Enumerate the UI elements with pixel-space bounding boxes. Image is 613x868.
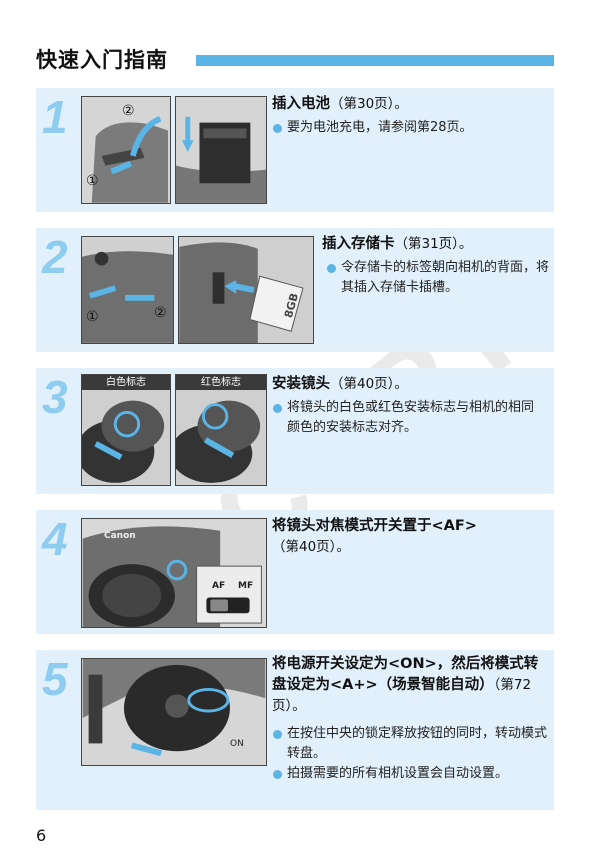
bullet-item: 将镜头的白色或红色安装标志与相机的相同颜色的安装标志对齐。 — [272, 398, 542, 438]
callout-2: ② — [154, 305, 167, 321]
step-3-panel: 3 白色标志 红色标志 安装镜头（第40页）。 将镜头的白色或红色安装标志与相机… — [36, 368, 554, 494]
page-ref: （第40页）。 — [330, 376, 408, 392]
step-5-panel: 5 ON 将电源开关设定为<ON>，然后将模式转盘设定为<A+>（场景智能自动）… — [36, 650, 554, 810]
page-ref: （第72页）。 — [272, 677, 532, 714]
battery-photo-1: ① ② — [81, 96, 171, 204]
callout-1: ① — [86, 309, 99, 325]
mode-dial-photo: ON — [81, 658, 267, 766]
step-5-text: 将电源开关设定为<ON>，然后将模式转盘设定为<A+>（场景智能自动）（第72页… — [272, 654, 548, 717]
step-1-panel: 1 ① ② 插入电池（第30页）。 要为电池充电，请参阅第28页。 — [36, 88, 554, 212]
step-3-text: 安装镜头（第40页）。 — [272, 374, 548, 395]
step-heading: 插入存储卡 — [322, 236, 395, 252]
card-photo-1: ① ② — [81, 236, 174, 344]
step-number: 4 — [42, 513, 68, 565]
callout-1: ① — [86, 173, 99, 189]
step-number: 5 — [42, 653, 68, 705]
power-on-label: ON — [230, 739, 244, 749]
bullet-item: 拍摄需要的所有相机设置会自动设置。 — [272, 764, 548, 784]
step-1-text: 插入电池（第30页）。 — [272, 94, 548, 115]
step-number: 2 — [42, 231, 68, 283]
bullet-item: 令存储卡的标签朝向相机的背面，将其插入存储卡插槽。 — [326, 258, 550, 298]
switch-mf-label: MF — [238, 581, 254, 591]
photo-tag: 红色标志 — [176, 375, 266, 390]
step-5-bullets: 在按住中央的锁定释放按钮的同时，转动模式转盘。 拍摄需要的所有相机设置会自动设置… — [272, 724, 548, 784]
card-photo-2: 8GB — [178, 236, 314, 344]
photo-tag: 白色标志 — [82, 375, 170, 390]
page-ref: （第31页）。 — [394, 236, 473, 252]
step-heading: 插入电池 — [272, 96, 330, 112]
page-ref: （第40页）。 — [272, 539, 350, 555]
step-2-panel: 2 ① ② 8GB 插入存储卡（第31页）。 令存储卡的标签朝向相机的背面，将其… — [36, 228, 554, 352]
callout-2: ② — [122, 103, 135, 119]
battery-photo-2 — [175, 96, 267, 204]
lens-photo-white: 白色标志 — [81, 374, 171, 486]
lens-photo-red: 红色标志 — [175, 374, 267, 486]
step-number: 1 — [42, 91, 68, 143]
step-3-bullets: 将镜头的白色或红色安装标志与相机的相同颜色的安装标志对齐。 — [272, 398, 542, 438]
step-4-text: 将镜头对焦模式开关置于<AF> （第40页）。 — [272, 516, 548, 558]
page-ref: （第30页）。 — [330, 96, 408, 112]
switch-af-label: AF — [212, 581, 226, 591]
title-bar — [196, 55, 554, 66]
camera-brand: Canon — [104, 531, 136, 541]
step-2-text: 插入存储卡（第31页）。 — [322, 234, 550, 255]
bullet-item: 要为电池充电，请参阅第28页。 — [272, 118, 548, 138]
step-heading: 将电源开关设定为<ON>，然后将模式转盘设定为<A+>（场景智能自动） — [272, 656, 539, 693]
page-title: 快速入门指南 — [36, 48, 168, 72]
step-number: 3 — [42, 371, 68, 423]
step-2-bullets: 令存储卡的标签朝向相机的背面，将其插入存储卡插槽。 — [326, 258, 550, 298]
step-heading: 将镜头对焦模式开关置于<AF> — [272, 518, 477, 534]
af-switch-photo: Canon AF MF — [81, 518, 267, 628]
bullet-item: 在按住中央的锁定释放按钮的同时，转动模式转盘。 — [272, 724, 548, 764]
page-number: 6 — [36, 826, 47, 845]
step-1-bullets: 要为电池充电，请参阅第28页。 — [272, 118, 548, 138]
step-4-panel: 4 Canon AF MF 将镜头对焦模式开关置于<AF> （第40页）。 — [36, 510, 554, 634]
step-heading: 安装镜头 — [272, 376, 330, 392]
